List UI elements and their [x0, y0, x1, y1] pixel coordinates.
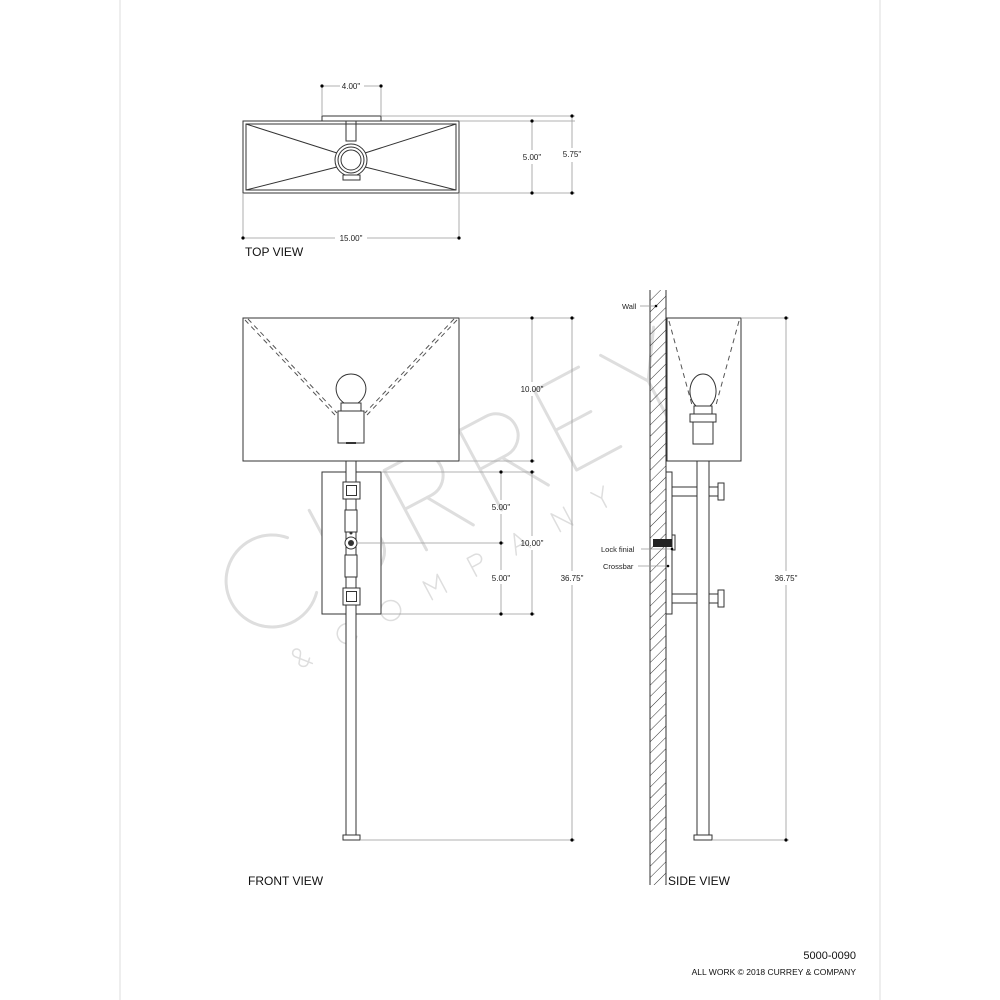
side-view-label: SIDE VIEW [668, 874, 731, 888]
stem [345, 442, 357, 836]
dimension-overall-height: 36.75" [360, 316, 584, 842]
svg-text:10.00": 10.00" [521, 539, 544, 548]
dimension-backplate: 5.00" 5.00" 10.00" [356, 470, 544, 616]
socket-ring [334, 143, 368, 177]
svg-text:5.75": 5.75" [563, 150, 582, 159]
bulb [335, 373, 367, 404]
svg-text:15.00": 15.00" [340, 234, 363, 243]
svg-text:Crossbar: Crossbar [603, 562, 634, 571]
dimension-overall-depth: 5.75" [563, 114, 582, 195]
svg-text:5.00": 5.00" [523, 153, 542, 162]
svg-text:5.00": 5.00" [492, 503, 511, 512]
item-number: 5000-0090 [803, 950, 856, 962]
top-view-label: TOP VIEW [245, 245, 304, 259]
svg-text:4.00": 4.00" [342, 82, 361, 91]
callout-wall: Wall [622, 302, 658, 311]
front-view: 10.00" 5.00" 5.00" 10.00" 36.75" FRONT V… [242, 316, 584, 888]
side-view: Wall Lock finial Crossbar 36.75" SIDE VI… [601, 290, 798, 888]
svg-text:Lock finial: Lock finial [601, 545, 635, 554]
svg-text:36.75": 36.75" [775, 574, 798, 583]
callout-crossbar: Crossbar [603, 562, 670, 571]
dimension-mount-width: 4.00" [320, 82, 383, 116]
copyright: ALL WORK © 2018 CURREY & COMPANY [692, 967, 857, 977]
mounting-plate [321, 115, 382, 122]
svg-text:Wall: Wall [622, 302, 637, 311]
svg-text:5.00": 5.00" [492, 574, 511, 583]
dimension-width: 15.00" [241, 193, 461, 243]
side-stem [696, 460, 710, 836]
side-dimension-overall-height: 36.75" [712, 316, 798, 842]
dimension-depth: 5.00" [381, 115, 575, 195]
wall-hatch [650, 290, 666, 885]
top-view: 4.00" 5.00" 5.75" 15.00" TOP VIEW [241, 82, 581, 259]
svg-text:36.75": 36.75" [561, 574, 584, 583]
socket [337, 410, 365, 444]
side-bulb [689, 373, 717, 407]
callout-lock-finial: Lock finial [601, 545, 674, 554]
front-view-label: FRONT VIEW [248, 874, 324, 888]
dimension-shade-height: 10.00" [459, 316, 575, 463]
svg-text:10.00": 10.00" [521, 385, 544, 394]
lock-finial [653, 539, 672, 547]
